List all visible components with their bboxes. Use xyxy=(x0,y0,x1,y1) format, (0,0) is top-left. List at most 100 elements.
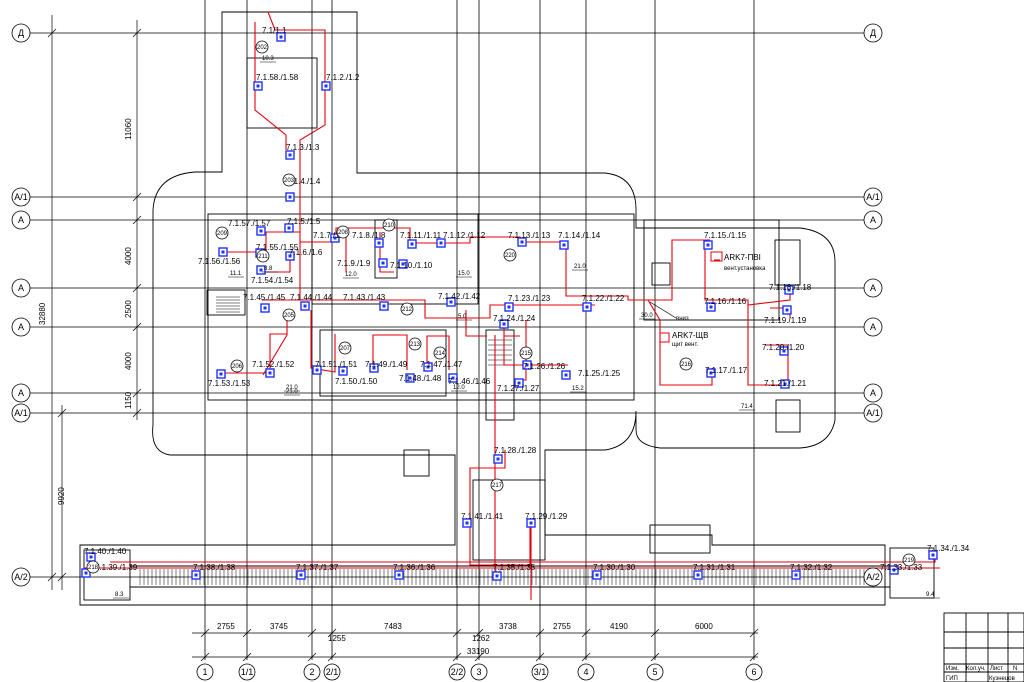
device-23: 7.1.23./1.23 xyxy=(504,294,551,312)
tb-r0: ГИП xyxy=(946,676,958,682)
axis-label: 6 xyxy=(751,667,756,677)
axis-bubble-right: А xyxy=(863,210,883,230)
room-number: 212 xyxy=(402,307,413,313)
device-label: 7.1.20./1.20 xyxy=(762,343,805,352)
device-15: 7.1.15./1.15 xyxy=(703,231,747,250)
device-10: 7.1.10./1.10 xyxy=(390,259,433,270)
down-label: вниз xyxy=(676,316,689,322)
axis-label: А/1 xyxy=(14,408,28,418)
device-label: 7.1.16./1.16 xyxy=(704,297,747,306)
room-marker: 220 xyxy=(503,248,517,262)
device-label: 7.1.4./1.4 xyxy=(287,177,321,186)
axis-label: 3 xyxy=(476,667,481,677)
axis-bubble-6: 6 xyxy=(745,663,763,681)
room-marker: 207 xyxy=(338,341,352,355)
area-value: 30.0 xyxy=(641,313,653,319)
axis-bubble-right: А xyxy=(863,383,883,403)
room-number: 209 xyxy=(217,231,228,237)
axis-label: Д xyxy=(18,28,24,38)
axis-bubble-1: 1 xyxy=(196,663,214,681)
axis-label: А xyxy=(870,215,876,225)
device-58: 7.1.58./1.58 xyxy=(253,73,299,91)
room-number: 219 xyxy=(904,558,915,564)
device-label: 7.1/1.1 xyxy=(262,26,287,35)
device-label: 7.1.25./1.25 xyxy=(578,369,621,378)
area-value: 8.8 xyxy=(264,266,273,272)
device-label: 7.1.21./1.21 xyxy=(764,379,807,388)
device-label: 7.1.3./1.3 xyxy=(286,143,320,152)
axis-label: 1/1 xyxy=(241,667,254,677)
axis-label: А xyxy=(870,322,876,332)
device-label: 7.1.43./1.43 xyxy=(343,293,386,302)
device-20: 7.1.20./1.20 xyxy=(762,343,805,356)
room-marker: 217 xyxy=(490,478,504,492)
axis-label: А xyxy=(18,388,24,398)
axis-label: А xyxy=(18,322,24,332)
dim-h-2755a: 2755 xyxy=(217,622,235,631)
device-label: 7.1.39./1.39 xyxy=(95,563,138,572)
area-value: 15.0 xyxy=(458,271,470,277)
dim-h-total: 33190 xyxy=(467,647,490,656)
device-45: 7.1.45./1.45 xyxy=(243,293,286,313)
device-33: 7.1.33./1.33 xyxy=(880,563,923,575)
axis-bubble-1-1: 1/1 xyxy=(238,663,256,681)
dimension-lines xyxy=(47,15,759,662)
axis-label: А/1 xyxy=(866,192,880,202)
device-26: 7.1.26./1.26 xyxy=(522,360,566,371)
room-number: 215 xyxy=(521,351,532,357)
device-label: 7.1.19./1.19 xyxy=(764,316,807,325)
room-marker: 203 xyxy=(282,173,296,187)
device-50: 7.1.50./1.50 xyxy=(335,366,378,386)
axis-bubble-2-2: 2/2 xyxy=(448,663,466,681)
axis-bubble-left: А xyxy=(11,210,31,230)
device-label: 7.1.48./1.48 xyxy=(399,374,442,383)
device-51: 7.1.51./1.51 xyxy=(312,360,358,375)
axis-label: 3/1 xyxy=(534,667,547,677)
device-13: 7.1.13./1.13 xyxy=(508,231,551,247)
axis-grid xyxy=(30,0,865,660)
stairs-hatching xyxy=(216,296,512,366)
dim-v-2500: 2500 xyxy=(124,300,133,318)
ark-pv-label: ARK7-ПВI xyxy=(724,253,761,262)
device-label: 7.1.26./1.26 xyxy=(523,362,566,371)
area-value: 12.0 xyxy=(345,272,357,278)
axis-bubble-3-1: 3/1 xyxy=(531,663,549,681)
device-38: 7.1.38./1.38 xyxy=(191,563,236,580)
equipment: ARK7-ПВI вент.установка ARK7-ЩВ щит вент… xyxy=(649,251,766,348)
device-label: 7.1.7./1.7 xyxy=(313,231,347,240)
room-marker: 209 xyxy=(215,226,229,240)
device-11: 7.1.11./1.11 xyxy=(400,231,442,249)
axis-bubble-right: А xyxy=(863,278,883,298)
tb-h3: N xyxy=(1013,666,1017,672)
device-19: 7.1.19./1.19 xyxy=(764,305,807,325)
axis-bubble-2-1: 2/1 xyxy=(323,663,341,681)
area-value: 12.0 xyxy=(453,385,465,391)
device-label: 7.1.41./1.41 xyxy=(461,512,504,521)
device-label: 7.1.29./1.29 xyxy=(525,512,568,521)
area-value: 15.2 xyxy=(572,386,584,392)
room-number: 218 xyxy=(88,565,99,571)
device-label: 7.1.42./1.42 xyxy=(438,292,481,301)
room-marker: 214 xyxy=(433,346,447,360)
device-label: 7.1.45./1.45 xyxy=(243,293,286,302)
device-label: 7.1.32./1.32 xyxy=(790,563,833,572)
axis-bubble-right: А xyxy=(863,317,883,337)
device-label: 7.1.49./1.49 xyxy=(365,360,408,369)
device-label: 7.1.56./1.56 xyxy=(198,257,241,266)
axis-bubble-right: А/2 xyxy=(863,567,883,587)
axis-bubble-left: А/2 xyxy=(11,567,31,587)
axis-label: 1 xyxy=(202,667,207,677)
room-number: 203 xyxy=(284,178,295,184)
room-marker: 213 xyxy=(408,337,422,351)
dim-h-2755b: 2755 xyxy=(553,622,571,631)
device-label: 7.1.11./1.11 xyxy=(400,231,442,240)
room-marker: 212 xyxy=(400,302,414,316)
device-53: 7.1.53./1.53 xyxy=(208,369,251,388)
room-number: 208 xyxy=(338,230,349,236)
axis-bubble-left: А xyxy=(11,383,31,403)
device-42: 7.1.42./1.42 xyxy=(438,292,481,307)
device-label: 7.1.35./1.35 xyxy=(493,563,536,572)
device-label: 7.1.5./1.5 xyxy=(287,217,321,226)
